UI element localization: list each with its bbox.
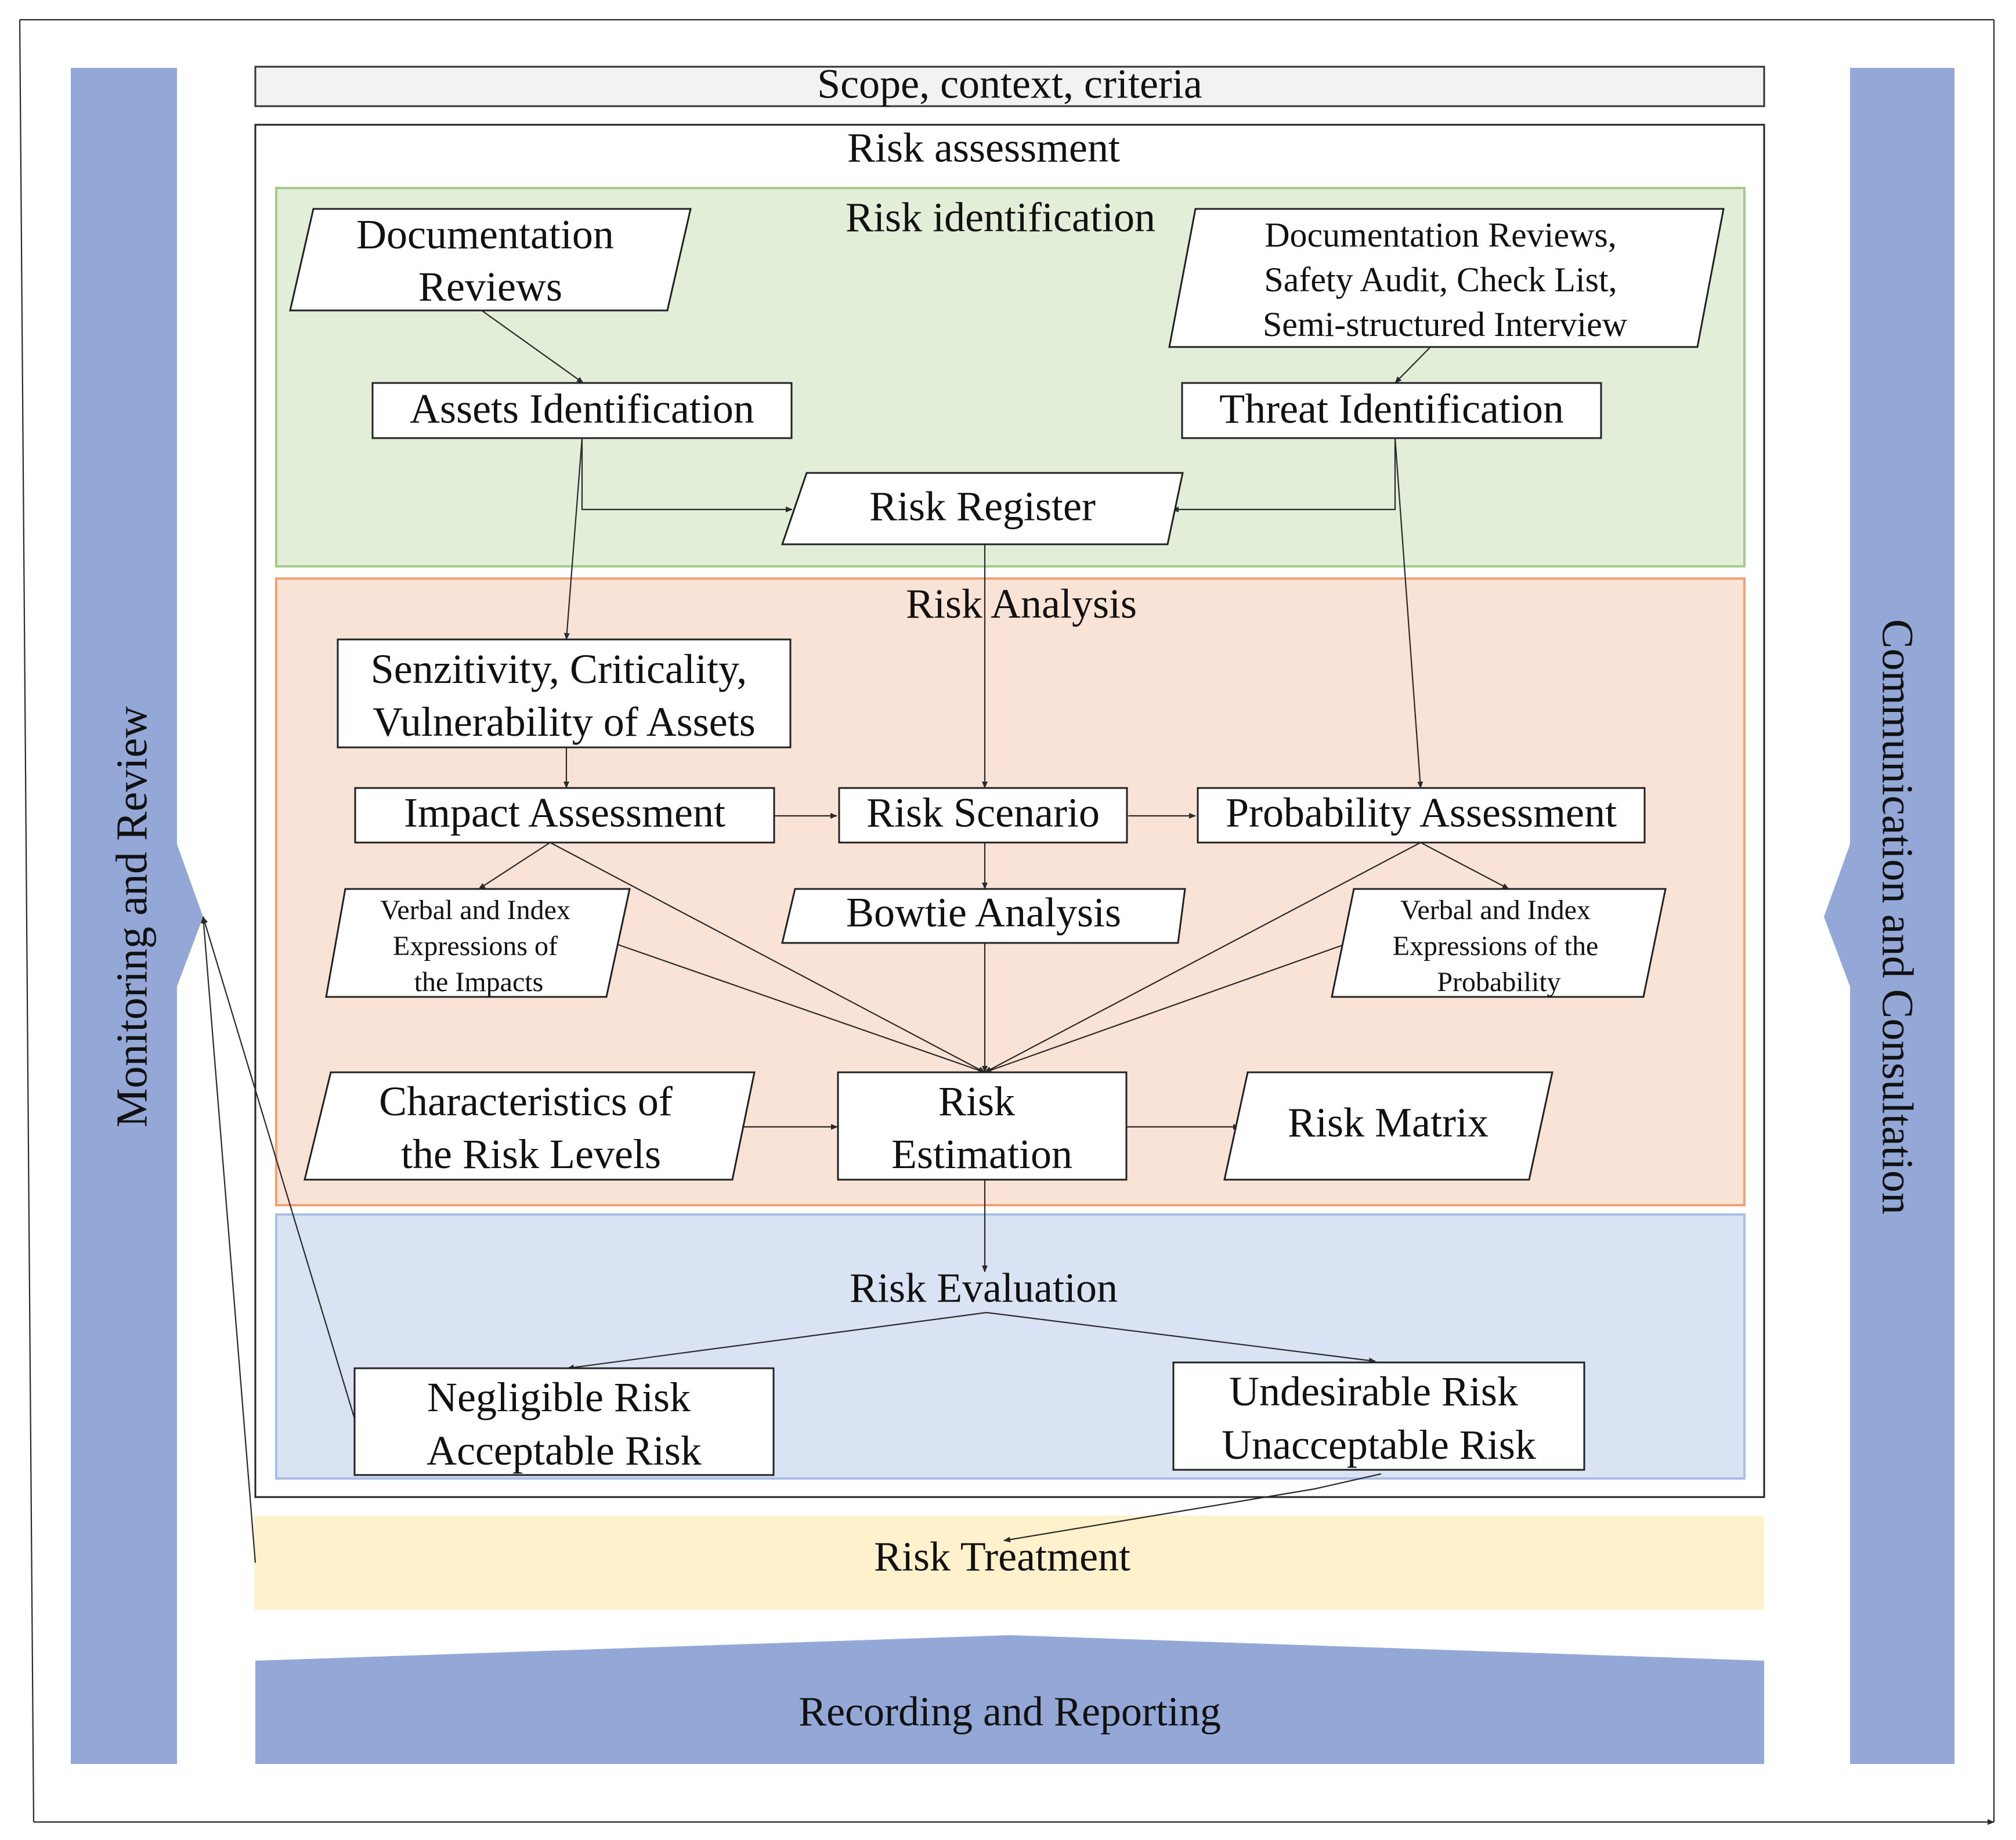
edge-verbalimpacts-estimation xyxy=(617,944,985,1073)
doc-reviews-2-line-2: Safety Audit, Check List, xyxy=(1264,261,1617,299)
bowtie-analysis-label: Bowtie Analysis xyxy=(846,890,1121,936)
risk-scenario-label: Risk Scenario xyxy=(866,790,1100,836)
scope-label: Scope, context, criteria xyxy=(817,61,1202,107)
risk-estimation-node xyxy=(837,1071,1128,1181)
impact-assessment-node xyxy=(354,787,775,844)
characteristics-line-1: Characteristics of xyxy=(379,1078,673,1125)
verbal-impacts-line-2: Expressions of xyxy=(393,931,558,961)
unacceptable-risk-node xyxy=(1172,1361,1585,1471)
probability-assessment-label: Probability Assessment xyxy=(1226,790,1617,836)
edge-probability-verbalprob xyxy=(1420,842,1509,890)
outer-loop xyxy=(19,19,1995,1825)
evaluation-title: Risk Evaluation xyxy=(850,1265,1118,1311)
risk-register-node xyxy=(781,472,1184,545)
edge-threat-probability xyxy=(1394,438,1424,789)
edge-unacceptable-treatment xyxy=(1003,1473,1382,1543)
acceptable-risk-line-1: Negligible Risk xyxy=(427,1374,691,1420)
outer-loop-left-line xyxy=(19,19,35,1823)
bowtie-analysis-node xyxy=(781,888,1186,944)
unacceptable-risk-line-1: Undesirable Risk xyxy=(1229,1368,1518,1415)
doc-reviews-label: Documentation Reviews xyxy=(356,211,624,310)
risk-estimation-line-2: Estimation xyxy=(891,1131,1072,1177)
edge-assets-sensitivity xyxy=(563,438,583,640)
verbal-probability-line-3: Probability xyxy=(1437,967,1560,997)
risk-treatment-label: Risk Treatment xyxy=(874,1534,1130,1580)
risk-estimation-line-1: Risk xyxy=(938,1078,1015,1125)
edge-assets-register xyxy=(581,438,793,512)
unacceptable-risk-line-2: Unacceptable Risk xyxy=(1222,1422,1536,1468)
verbal-probability-line-2: Expressions of the xyxy=(1393,931,1599,961)
risk-estimation-label: Risk Estimation xyxy=(891,1078,1072,1177)
edge-evaluation-acceptable xyxy=(567,1311,987,1371)
identification-title: Risk identification xyxy=(846,194,1155,241)
verbal-impacts-node xyxy=(325,888,631,998)
sensitivity-line-2: Vulnerability of Assets xyxy=(373,699,756,745)
edge-evaluation-unacceptable xyxy=(986,1311,1376,1364)
risk-scenario-node xyxy=(838,787,1128,844)
edge-docreviews-assets xyxy=(481,310,584,384)
monitoring-review-bar xyxy=(71,68,203,1764)
sensitivity-line-1: Senzitivity, Criticality, xyxy=(371,646,747,692)
edge-impact-estimation xyxy=(550,842,985,1073)
risk-register-label: Risk Register xyxy=(869,483,1096,530)
assets-identification-label: Assets Identification xyxy=(410,386,754,432)
probability-assessment-node xyxy=(1197,787,1646,844)
edge-impact-verbalimpacts xyxy=(478,842,551,890)
doc-reviews-2-label: Documentation Reviews, Safety Audit, Che… xyxy=(1263,216,1628,344)
risk-matrix-node xyxy=(1223,1071,1553,1181)
acceptable-risk-node xyxy=(353,1367,775,1476)
verbal-impacts-label: Verbal and Index Expressions of the Impa… xyxy=(380,895,577,997)
risk-assessment-label: Risk assessment xyxy=(847,125,1120,171)
threat-identification-node xyxy=(1181,382,1602,439)
edge-treatment-monitoring xyxy=(200,916,256,1563)
risk-assessment-box xyxy=(254,124,1765,1498)
risk-matrix-label: Risk Matrix xyxy=(1288,1100,1488,1146)
characteristics-label: Characteristics of the Risk Levels xyxy=(379,1078,683,1177)
unacceptable-risk-label: Undesirable Risk Unacceptable Risk xyxy=(1222,1368,1536,1468)
edge-docreviews2-threat xyxy=(1394,346,1431,384)
acceptable-risk-line-2: Acceptable Risk xyxy=(427,1427,702,1474)
recording-reporting-bar xyxy=(255,1635,1764,1764)
communication-consultation-bar xyxy=(1824,68,1954,1764)
doc-reviews-2-line-3: Semi-structured Interview xyxy=(1263,305,1628,344)
assets-identification-node xyxy=(371,382,793,439)
verbal-probability-node xyxy=(1331,888,1667,998)
edge-probability-estimation xyxy=(984,842,1421,1073)
doc-reviews-2-line-1: Documentation Reviews, xyxy=(1264,216,1617,254)
doc-reviews-2-node xyxy=(1168,208,1725,348)
characteristics-node xyxy=(304,1071,756,1181)
verbal-probability-label: Verbal and Index Expressions of the Prob… xyxy=(1393,895,1606,997)
acceptable-risk-label: Negligible Risk Acceptable Risk xyxy=(427,1374,702,1474)
doc-reviews-line-1: Documentation xyxy=(356,211,614,258)
characteristics-line-2: the Risk Levels xyxy=(401,1131,661,1177)
risk-treatment-band xyxy=(254,1516,1764,1610)
doc-reviews-line-2: Reviews xyxy=(418,263,562,310)
doc-reviews-node xyxy=(289,208,692,312)
connectors xyxy=(200,310,1509,1563)
edge-verbalprob-estimation xyxy=(984,944,1345,1073)
edge-threat-register xyxy=(1172,438,1396,512)
edge-acceptable-monitoring xyxy=(202,916,356,1419)
impact-assessment-label: Impact Assessment xyxy=(404,790,725,836)
analysis-title: Risk Analysis xyxy=(906,581,1137,627)
sensitivity-label: Senzitivity, Criticality, Vulnerability … xyxy=(371,646,758,745)
verbal-impacts-line-1: Verbal and Index xyxy=(380,895,570,926)
sensitivity-node xyxy=(337,638,792,749)
communication-consultation-label: Communication and Consultation xyxy=(1873,619,1922,1214)
verbal-probability-line-1: Verbal and Index xyxy=(1400,895,1591,926)
verbal-impacts-line-3: the Impacts xyxy=(414,967,544,997)
threat-identification-label: Threat Identification xyxy=(1219,386,1564,432)
monitoring-review-label: Monitoring and Review xyxy=(107,706,156,1127)
scope-box xyxy=(254,66,1765,107)
recording-reporting-label: Recording and Reporting xyxy=(799,1689,1221,1735)
